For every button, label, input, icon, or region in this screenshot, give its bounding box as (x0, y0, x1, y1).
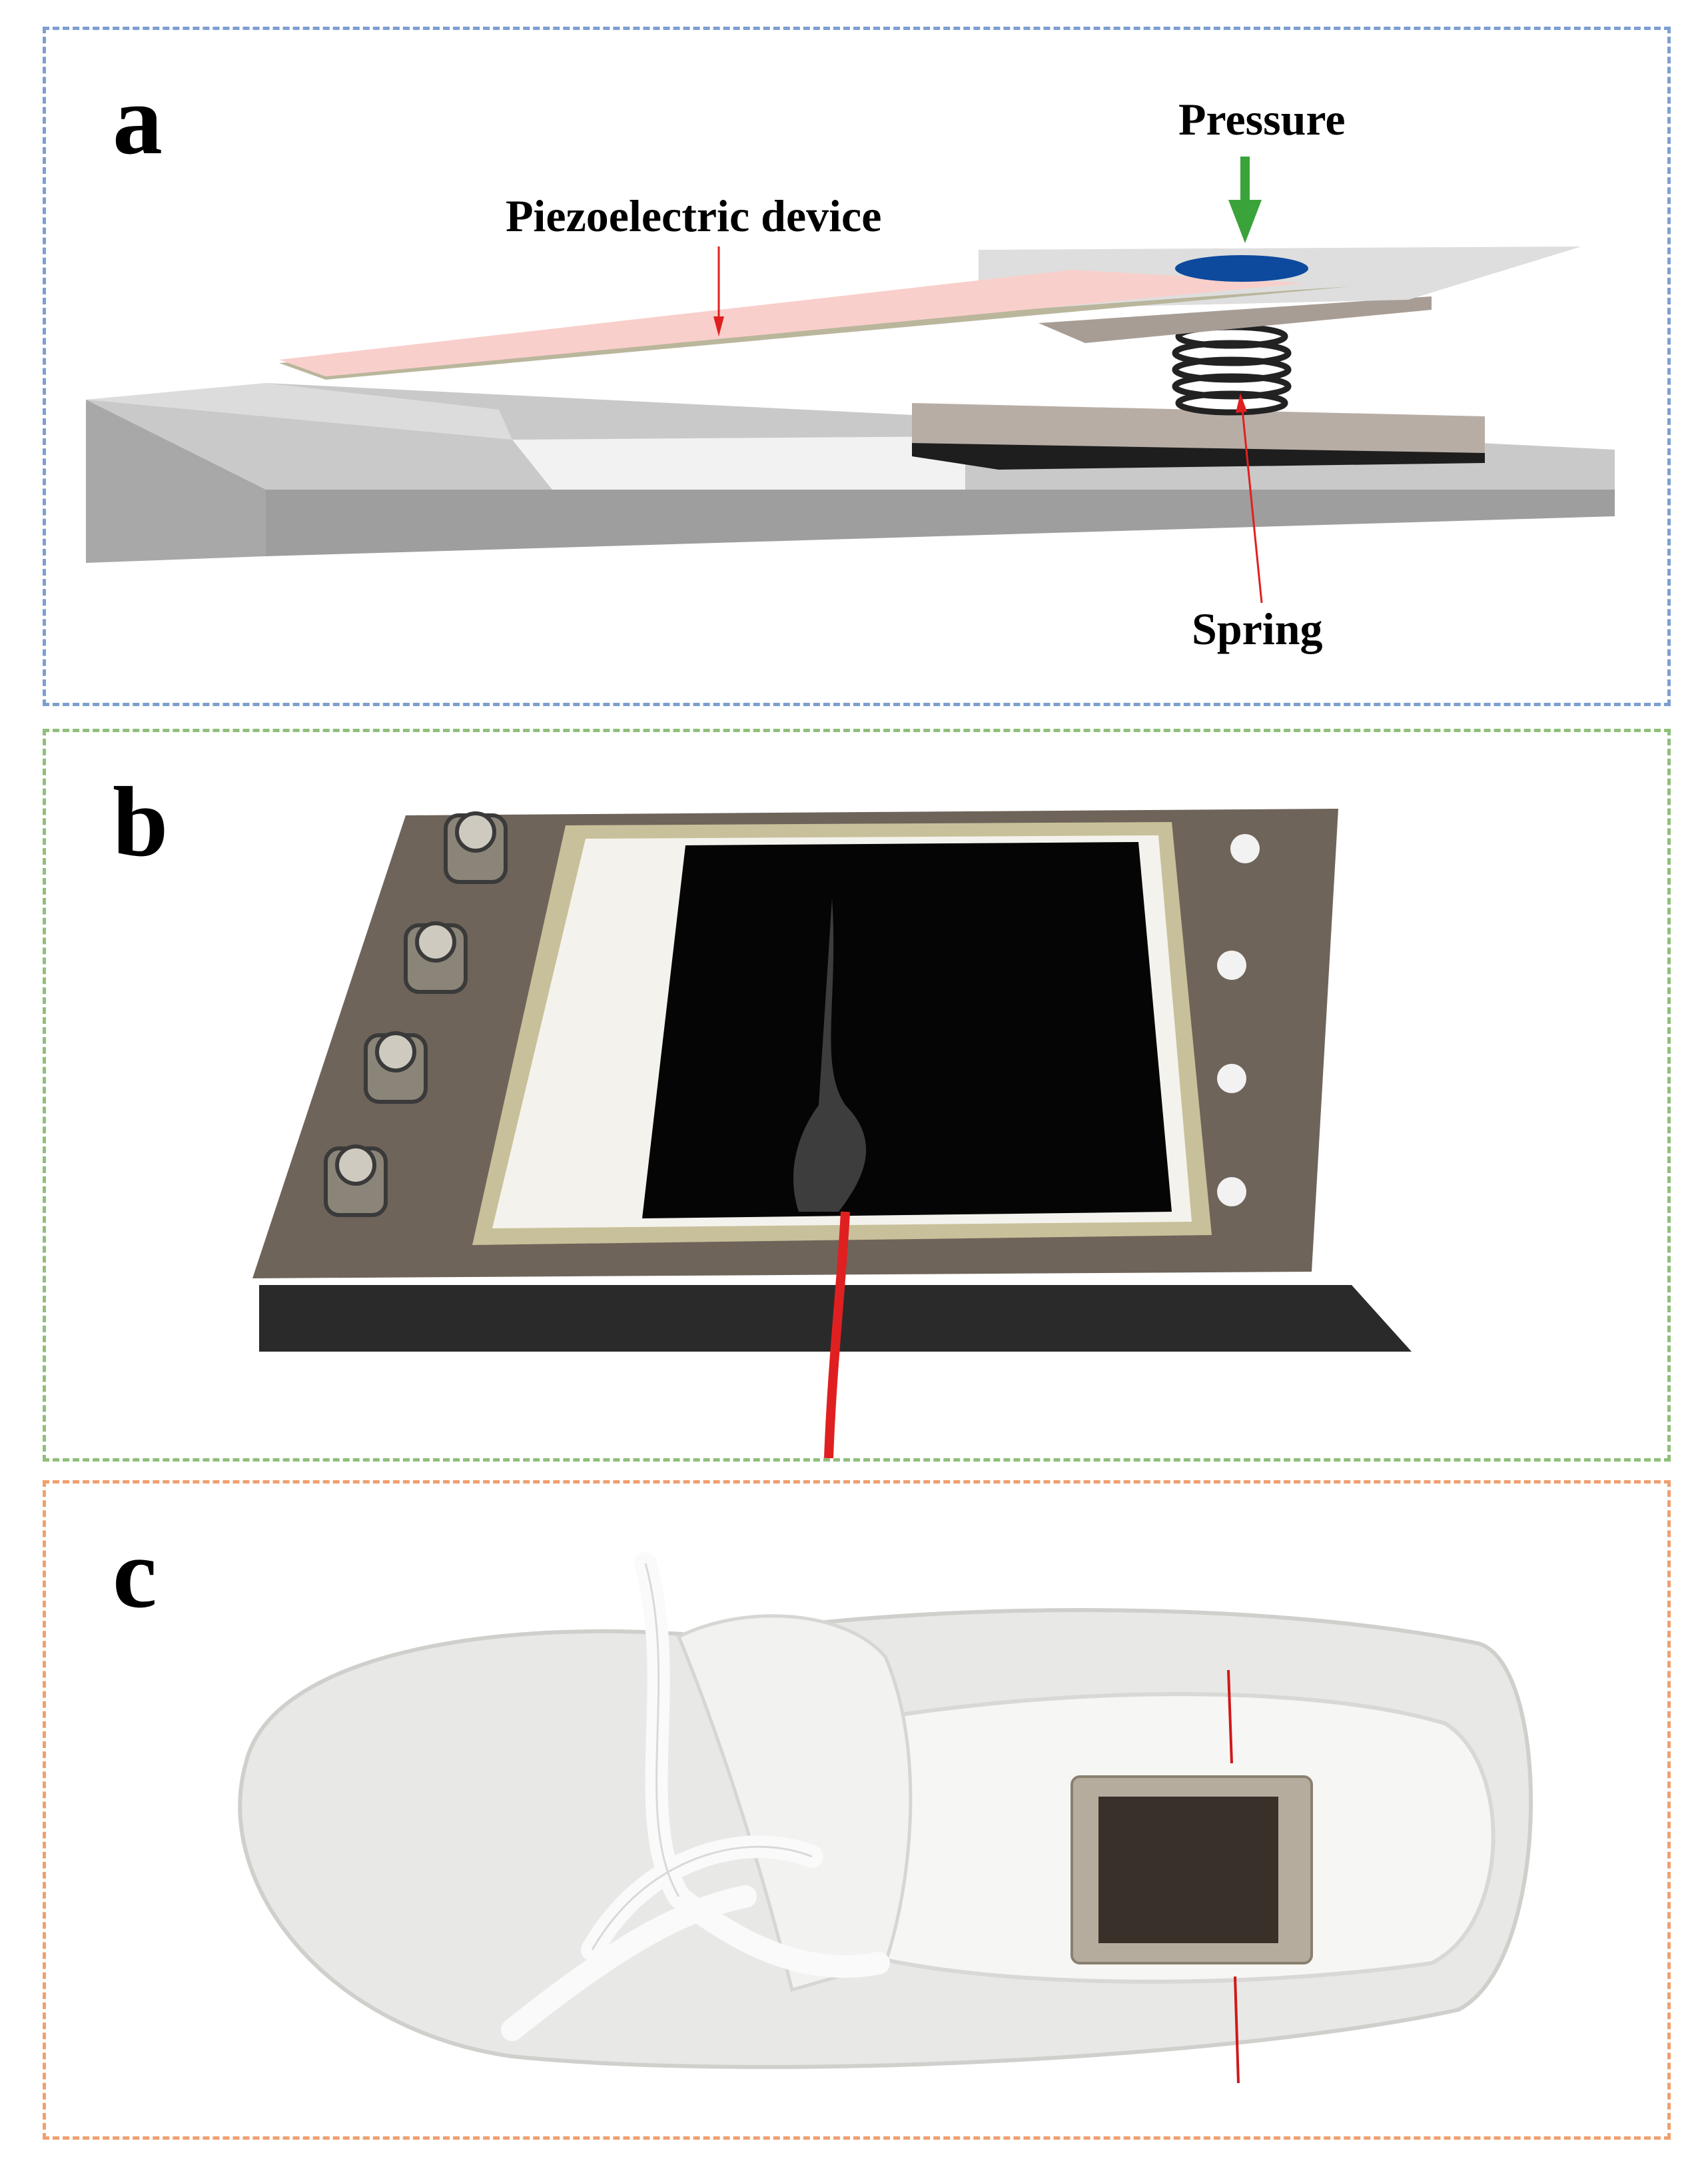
shoe-tongue (676, 1614, 913, 1992)
pressure-label: Pressure (1178, 94, 1346, 145)
upper-pad (1039, 296, 1432, 343)
spring-icon (1172, 324, 1292, 416)
panel-c-frame: c (43, 1480, 1671, 2140)
wire-icon (824, 1211, 850, 1458)
lower-pad (912, 403, 1485, 470)
lace-outlines (591, 1563, 813, 1950)
red-threads (1227, 1669, 1240, 2084)
panel-b-frame: b (43, 729, 1671, 1462)
base-block (86, 383, 1615, 563)
piezo-film-photo (642, 842, 1172, 1218)
plate-holes (1217, 834, 1260, 1206)
piezo-film (279, 270, 1305, 376)
panel-c-letter: c (113, 1518, 157, 1629)
pressure-arrow-icon (1228, 157, 1262, 243)
device-photo (252, 809, 1412, 1458)
pointer-arrow-icon (713, 246, 1263, 604)
panel-a-frame: a (43, 27, 1671, 706)
piezo-device-label: Piezoelectric device (506, 191, 882, 241)
pressure-pad (1175, 255, 1308, 282)
insole-device-film (1098, 1797, 1278, 1943)
shoe-photo (238, 1552, 1533, 2084)
schematic-diagram (86, 157, 1615, 604)
spring-label: Spring (1192, 604, 1323, 654)
panel-b-letter: b (113, 767, 169, 877)
panel-a-letter: a (113, 65, 163, 175)
bolt-icon (324, 811, 508, 1217)
